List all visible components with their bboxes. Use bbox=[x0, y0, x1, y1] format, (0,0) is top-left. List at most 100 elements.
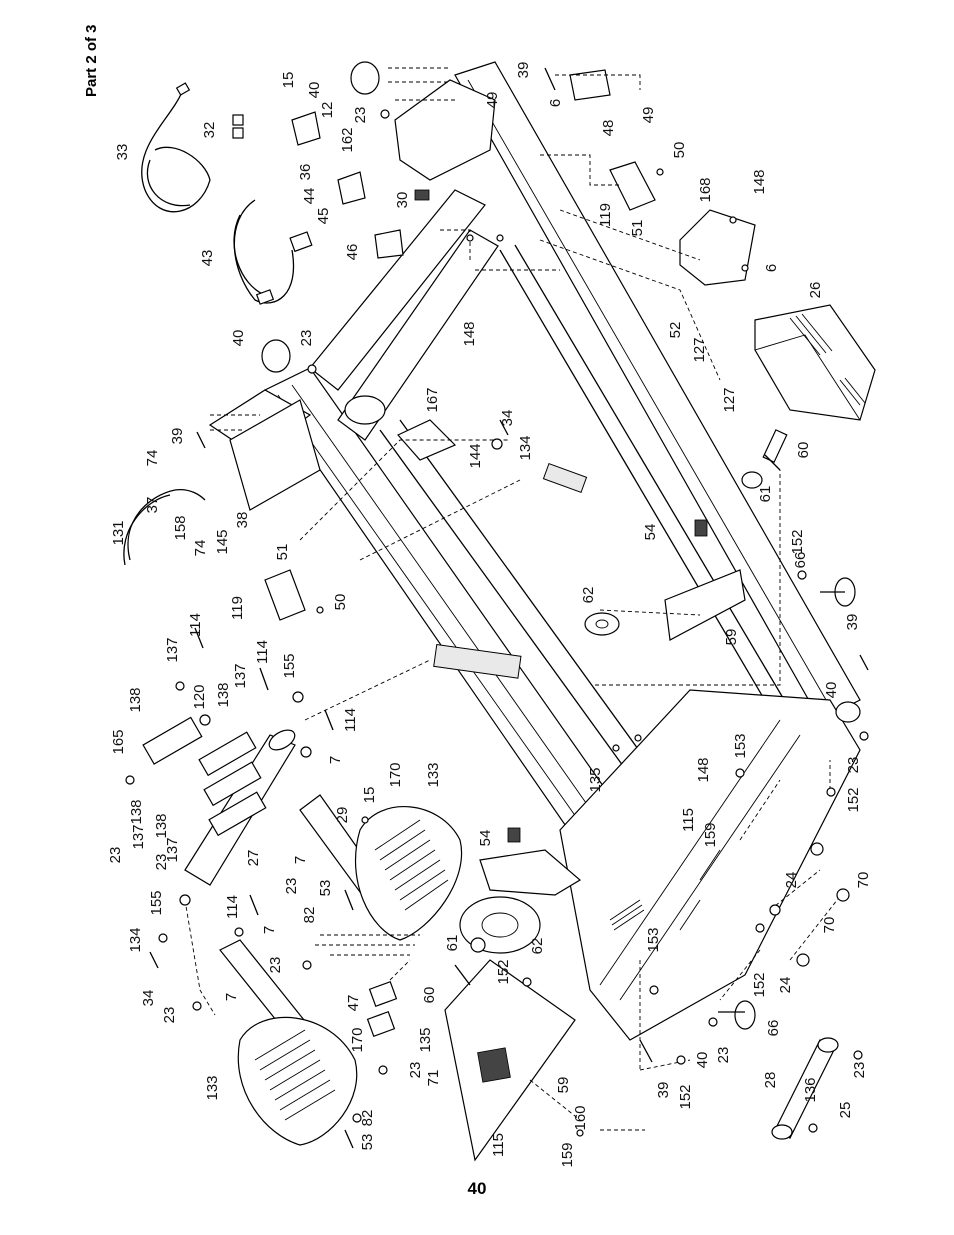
frame-bracket-top bbox=[542, 463, 588, 493]
callout: 7 bbox=[327, 756, 344, 764]
callout: 15 bbox=[280, 72, 297, 89]
washer-120-icon bbox=[199, 714, 211, 726]
callout: 127 bbox=[721, 387, 738, 412]
bracket-136 bbox=[771, 1037, 839, 1140]
callout: 6 bbox=[763, 264, 780, 272]
wire-harness-131 bbox=[123, 489, 206, 566]
callout: 23 bbox=[283, 878, 300, 895]
callout: 27 bbox=[245, 850, 262, 867]
bolt-icons bbox=[149, 67, 869, 1149]
bracket-48 bbox=[569, 69, 611, 101]
wheel-40-left bbox=[261, 339, 291, 373]
callout: 115 bbox=[490, 1133, 507, 1157]
callout: 46 bbox=[344, 244, 361, 261]
callout: 53 bbox=[359, 1134, 376, 1151]
callout: 144 bbox=[467, 443, 484, 468]
callout: 159 bbox=[702, 822, 719, 847]
callout: 136 bbox=[802, 1077, 819, 1102]
main-frame bbox=[208, 61, 861, 1041]
callout: 120 bbox=[191, 684, 208, 709]
callout: 24 bbox=[777, 977, 794, 994]
frame-crossbar-middle bbox=[337, 229, 499, 441]
callout: 114 bbox=[254, 640, 271, 664]
callout: 134 bbox=[517, 435, 534, 460]
washer-61-icon bbox=[470, 937, 486, 953]
bracket-168 bbox=[679, 209, 756, 286]
callout: 138 bbox=[215, 682, 232, 707]
callout: 7 bbox=[261, 926, 278, 934]
callout: 114 bbox=[224, 895, 241, 919]
hood-133-lower bbox=[237, 1016, 358, 1146]
bushing-62 bbox=[584, 612, 620, 636]
callout: 61 bbox=[444, 935, 461, 952]
callout: 152 bbox=[751, 972, 768, 997]
callout: 135 bbox=[587, 767, 604, 792]
callout: 135 bbox=[417, 1027, 434, 1052]
washer-137-icon bbox=[175, 681, 185, 691]
callout: 40 bbox=[823, 682, 840, 699]
callout: 39 bbox=[844, 614, 861, 631]
power-cord-33 bbox=[141, 82, 211, 213]
callout: 44 bbox=[301, 188, 318, 205]
callout: 59 bbox=[723, 629, 740, 646]
wheel-40-right bbox=[835, 701, 861, 723]
washer-82-icon bbox=[352, 1113, 362, 1123]
bracket-165 bbox=[142, 716, 267, 837]
callout: 39 bbox=[169, 428, 186, 445]
callout: 70 bbox=[821, 917, 838, 934]
callout-labels: 33 32 43 15 12 40 23 162 36 44 45 30 46 … bbox=[107, 62, 872, 1168]
part-of-label: Part 2 of 3 bbox=[83, 24, 100, 97]
nut-152-icon bbox=[676, 1055, 686, 1065]
callout: 127 bbox=[691, 337, 708, 362]
callout: 137 bbox=[130, 824, 147, 849]
callout: 25 bbox=[837, 1102, 854, 1119]
callout: 23 bbox=[851, 1062, 868, 1079]
nut-152-icon bbox=[797, 570, 807, 580]
leader-lines bbox=[184, 67, 846, 1131]
callout: 49 bbox=[484, 92, 501, 109]
nut-134-icon bbox=[158, 933, 168, 943]
callout: 170 bbox=[387, 762, 404, 787]
callout: 71 bbox=[425, 1070, 442, 1087]
callout: 160 bbox=[572, 1105, 589, 1130]
frame-rail-right bbox=[454, 61, 861, 721]
bracket-44 bbox=[337, 171, 366, 205]
callout: 148 bbox=[461, 321, 478, 346]
callout: 23 bbox=[161, 1007, 178, 1024]
callout: 40 bbox=[230, 330, 247, 347]
label-71 bbox=[477, 1047, 511, 1083]
callout: 138 bbox=[127, 687, 144, 712]
callout: 23 bbox=[352, 107, 369, 124]
callout: 152 bbox=[789, 529, 806, 554]
leveler-66-left bbox=[734, 1000, 756, 1030]
deck-135-bottom bbox=[444, 959, 576, 1162]
frame-hole bbox=[344, 395, 386, 425]
callout: 32 bbox=[201, 122, 218, 139]
nut-23-icon bbox=[708, 1017, 718, 1027]
bolt-60-right bbox=[762, 429, 788, 463]
nut-152-icon bbox=[522, 977, 532, 987]
callout: 155 bbox=[281, 653, 298, 678]
front-end-cap bbox=[664, 569, 746, 641]
callout: 131 bbox=[110, 520, 127, 545]
bracket-51-left bbox=[264, 569, 306, 621]
washer-7-icon bbox=[234, 927, 244, 937]
upright-right bbox=[394, 79, 496, 181]
callout: 158 bbox=[172, 515, 189, 540]
motor-cover-26 bbox=[754, 304, 876, 421]
power-cord-43 bbox=[233, 199, 313, 305]
callout: 24 bbox=[783, 872, 800, 889]
callout: 145 bbox=[214, 529, 231, 554]
nut-153-icon bbox=[649, 985, 659, 995]
callout: 39 bbox=[655, 1082, 672, 1099]
fastener-icons bbox=[125, 109, 869, 1137]
callout: 155 bbox=[148, 890, 165, 915]
callout: 23 bbox=[267, 957, 284, 974]
callout: 61 bbox=[757, 486, 774, 503]
nut-134-icon bbox=[491, 438, 503, 450]
callout: 26 bbox=[807, 282, 824, 299]
washer-61-right bbox=[741, 471, 763, 489]
callout: 23 bbox=[407, 1062, 424, 1079]
callout: 138 bbox=[128, 799, 145, 824]
callout: 137 bbox=[164, 637, 181, 662]
